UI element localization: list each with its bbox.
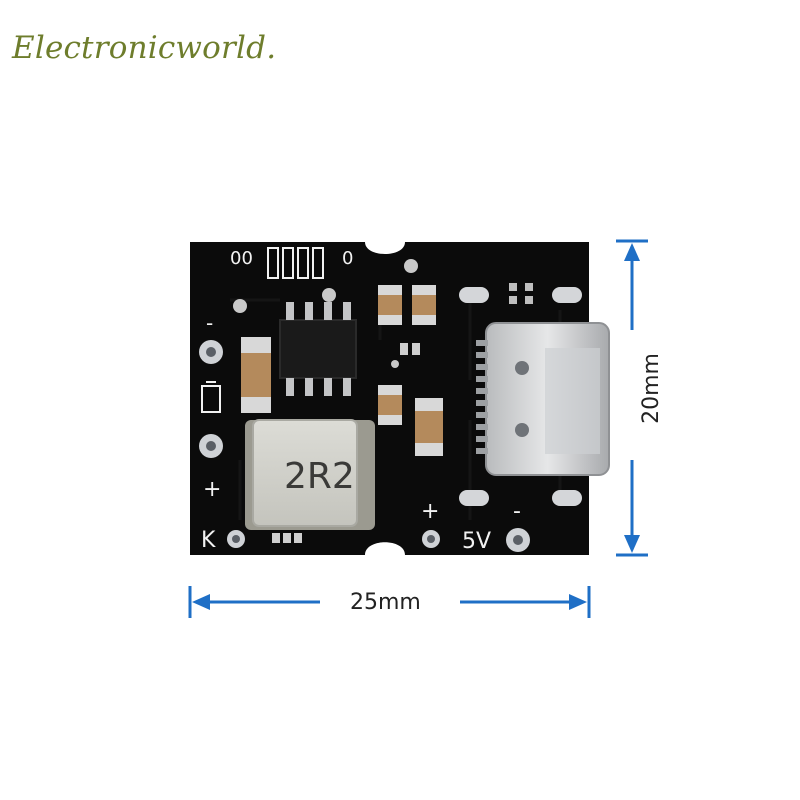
height-dimension-arrow: [616, 239, 648, 557]
bottom-minus-label: -: [513, 499, 521, 524]
bottom-plus-label: +: [421, 499, 439, 524]
bottom-smd-resistors: [272, 533, 302, 543]
k-label: K: [201, 528, 216, 553]
power-inductor: [245, 419, 375, 530]
smd-capacitor-1: [378, 285, 402, 325]
bottom-minus-pad: [506, 528, 530, 552]
smd-capacitor-4: [415, 398, 443, 456]
smd-resistor-pair: [400, 343, 420, 355]
battery-pad-minus: [199, 340, 223, 364]
battery-symbol: [201, 385, 221, 413]
battery-pad-plus: [199, 434, 223, 458]
five-v-label: 5V: [462, 529, 491, 554]
left-plus-label: +: [203, 477, 221, 502]
small-leds: [509, 283, 533, 304]
smd-capacitor-large: [241, 337, 271, 413]
smd-capacitor-2: [412, 285, 436, 325]
top-left-label: 00: [230, 248, 253, 269]
width-dimension-arrow: [188, 586, 591, 618]
ic-chip: [279, 302, 357, 396]
right-oval-pads: [459, 287, 582, 506]
round-pads: [233, 259, 418, 368]
usb-c-connector: [476, 322, 610, 476]
top-silkscreen: [267, 247, 324, 279]
k-pad: [227, 530, 245, 548]
bottom-plus-pad: [422, 530, 440, 548]
height-dimension-label: 20mm: [638, 349, 664, 428]
inductor-marking: 2R2: [284, 456, 355, 497]
width-dimension-label: 25mm: [346, 590, 425, 615]
watermark-text: Electronicworld.: [12, 30, 277, 66]
left-minus-label: -: [206, 311, 213, 335]
top-right-label: 0: [342, 248, 353, 269]
smd-capacitor-3: [378, 385, 402, 425]
